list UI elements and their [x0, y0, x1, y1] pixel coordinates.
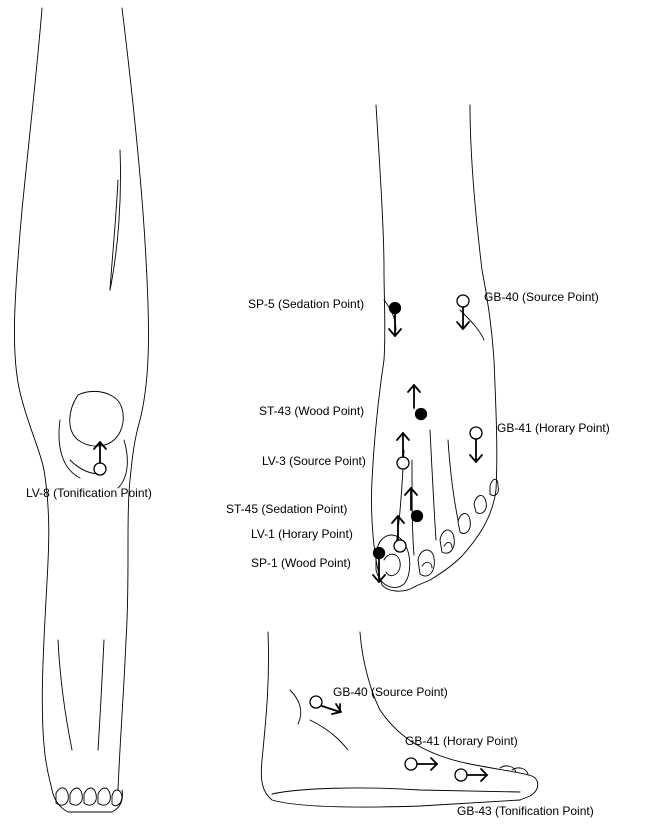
arrow-gb41-side [417, 758, 437, 770]
point-gb41-top [470, 427, 482, 439]
arrow-st45-up [405, 488, 417, 510]
arrow-gb41-top-down [470, 439, 482, 462]
arrow-gb40-side [322, 704, 341, 714]
point-gb40-side [310, 696, 322, 708]
lateral-foot-outline [261, 632, 537, 807]
point-gb43-side [455, 769, 467, 781]
point-st45 [412, 511, 423, 522]
label-lv3: LV-3 (Source Point) [262, 454, 366, 468]
label-gb41-side: GB-41 (Horary Point) [405, 734, 518, 748]
point-st43 [416, 409, 427, 420]
dorsal-foot-outline [371, 105, 498, 591]
arrow-gb43-side [467, 769, 487, 781]
arrow-lv3-up [397, 433, 409, 457]
point-sp5 [390, 303, 401, 314]
label-gb43-side: GB-43 (Tonification Point) [457, 804, 594, 818]
arrow-lv1-up [392, 516, 404, 540]
label-gb41-top: GB-41 (Horary Point) [497, 421, 610, 435]
point-gb40-top [457, 295, 469, 307]
label-lv1: LV-1 (Horary Point) [251, 527, 353, 541]
label-sp5: SP-5 (Sedation Point) [248, 297, 364, 311]
arrow-st43-up [408, 385, 420, 408]
leg-outline [14, 8, 148, 812]
label-sp1: SP-1 (Wood Point) [251, 556, 351, 570]
point-gb41-side [405, 758, 417, 770]
arrow-sp5-down [389, 314, 401, 336]
arrow-sp1-down [373, 559, 385, 582]
arrow-gb40-top-down [457, 307, 469, 329]
label-st45: ST-45 (Sedation Point) [226, 502, 347, 516]
point-lv3 [397, 457, 409, 469]
label-gb40-side: GB-40 (Source Point) [333, 685, 448, 699]
label-lv8: LV-8 (Tonification Point) [26, 486, 152, 500]
point-sp1 [374, 548, 385, 559]
point-lv1 [394, 540, 406, 552]
label-gb40-top: GB-40 (Source Point) [484, 290, 599, 304]
point-lv8 [94, 463, 106, 475]
label-st43: ST-43 (Wood Point) [259, 404, 364, 418]
